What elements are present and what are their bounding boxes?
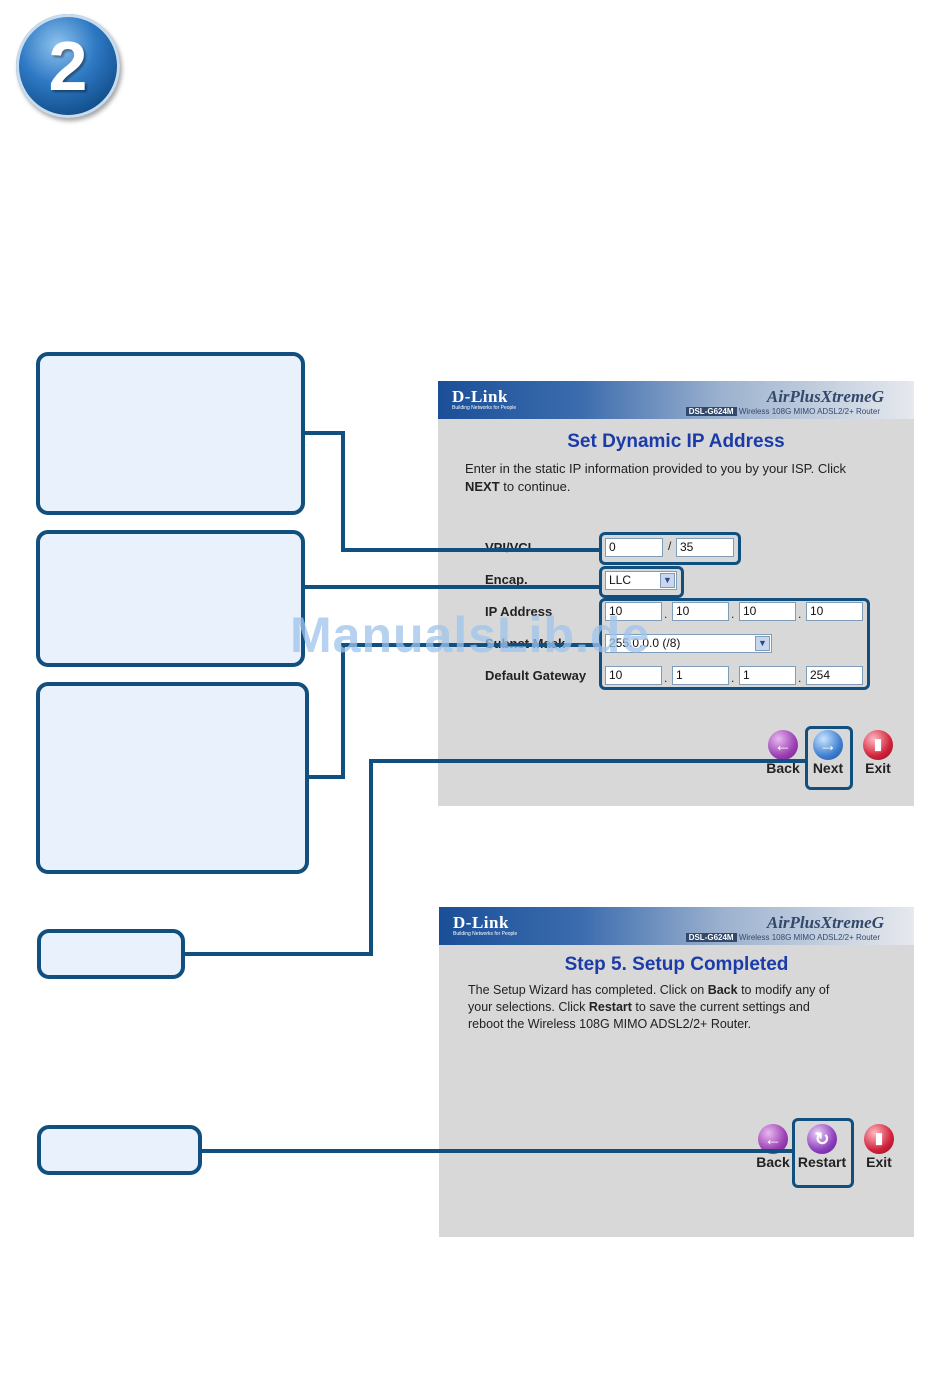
product-line-logo: AirPlusXtremeG [766, 913, 884, 932]
subnet-mask-value: 255.0.0.0 (/8) [609, 636, 681, 650]
callout-box-encap [36, 530, 305, 667]
connector-line [341, 643, 345, 779]
desc-restart: Restart [588, 1000, 632, 1014]
ip-octet-4[interactable]: 10 [806, 602, 863, 621]
ip-dot: . [798, 607, 802, 621]
chevron-down-icon[interactable]: ▼ [755, 636, 770, 651]
connector-line [369, 759, 373, 956]
subnet-mask-select[interactable]: 255.0.0.0 (/8) ▼ [605, 634, 772, 653]
restart-label: Restart [797, 1154, 847, 1170]
gateway-octet-4[interactable]: 254 [806, 666, 863, 685]
back-button[interactable]: ← Back [765, 730, 801, 776]
highlight-encap [599, 566, 684, 598]
connector-line [341, 431, 345, 552]
desc-bold-next: NEXT [465, 479, 500, 494]
ip-address-label: IP Address [485, 604, 553, 619]
dlink-logo: D-Link [452, 387, 508, 406]
exit-label: Exit [865, 760, 891, 776]
encap-select[interactable]: LLC ▼ [605, 571, 677, 590]
callout-box-ip-settings [36, 682, 309, 874]
product-line-logo: AirPlusXtremeG [766, 387, 884, 406]
gateway-octet-3[interactable]: 1 [739, 666, 796, 685]
back-button[interactable]: ← Back [755, 1124, 791, 1170]
connector-line [305, 585, 599, 589]
callout-box-restart [37, 1125, 202, 1175]
exit-door-icon: ▮ [864, 1124, 894, 1154]
desc-e: reboot the Wireless 108G MIMO ADSL2/2+ R… [468, 1017, 752, 1031]
connector-line [369, 759, 805, 763]
ip-dot: . [731, 607, 735, 621]
exit-door-icon: ▮ [863, 730, 893, 760]
desc-back: Back [707, 983, 738, 997]
page-title: Step 5. Setup Completed [564, 954, 789, 975]
highlight-next [805, 726, 853, 790]
highlight-vpi-vci [599, 532, 741, 565]
gateway-octet-1[interactable]: 10 [605, 666, 662, 685]
desc-a: The Setup Wizard has completed. Click on [468, 983, 708, 997]
product-desc-text: Wireless 108G MIMO ADSL2/2+ Router [738, 407, 880, 416]
desc-line2: to continue. [499, 479, 571, 494]
ip-octet-2[interactable]: 10 [672, 602, 729, 621]
dlink-logo: D-Link [453, 913, 509, 932]
dlink-tagline: Building Networks for People [453, 931, 518, 937]
callout-box-next [37, 929, 185, 979]
exit-label: Exit [866, 1154, 892, 1170]
back-label: Back [766, 760, 800, 776]
vci-input[interactable]: 35 [676, 538, 734, 557]
highlight-ip-settings [599, 598, 870, 690]
vpi-vci-separator: / [668, 539, 672, 553]
exit-button[interactable]: ▮ Exit [861, 1124, 897, 1170]
next-button[interactable]: → Next [810, 730, 846, 776]
router-screen-dynamic-ip: D-Link Building Networks for People AirP… [438, 381, 914, 806]
default-gateway-label: Default Gateway [485, 668, 587, 683]
encap-label: Encap. [485, 572, 528, 587]
product-description: DSL-G624M Wireless 108G MIMO ADSL2/2+ Ro… [685, 407, 880, 416]
page-description: The Setup Wizard has completed. Click on… [468, 982, 898, 1033]
connector-line [305, 431, 345, 435]
connector-line [185, 952, 373, 956]
connector-line [202, 1149, 792, 1153]
ip-octet-3[interactable]: 10 [739, 602, 796, 621]
gateway-dot: . [664, 671, 668, 685]
router-screen-setup-completed: D-Link Building Networks for People AirP… [439, 907, 914, 1237]
restart-icon: ↻ [807, 1124, 837, 1154]
model-label: DSL-G624M [685, 933, 737, 942]
gateway-dot: . [798, 671, 802, 685]
callout-box-vpi-vci [36, 352, 305, 515]
vpi-input[interactable]: 0 [605, 538, 663, 557]
restart-button[interactable]: ↻ Restart [795, 1124, 849, 1170]
desc-b: to modify any of [737, 983, 830, 997]
chevron-down-icon[interactable]: ▼ [660, 573, 675, 588]
back-arrow-icon: ← [768, 730, 798, 760]
product-desc-text: Wireless 108G MIMO ADSL2/2+ Router [738, 933, 880, 942]
next-label: Next [812, 760, 844, 776]
model-label: DSL-G624M [685, 407, 737, 416]
desc-line1: Enter in the static IP information provi… [465, 461, 847, 476]
back-label: Back [756, 1154, 790, 1170]
exit-button[interactable]: ▮ Exit [860, 730, 896, 776]
gateway-octet-2[interactable]: 1 [672, 666, 729, 685]
next-arrow-icon: → [813, 730, 843, 760]
desc-d: to save the current settings and [631, 1000, 810, 1014]
ip-dot: . [664, 607, 668, 621]
gateway-dot: . [731, 671, 735, 685]
product-description: DSL-G624M Wireless 108G MIMO ADSL2/2+ Ro… [685, 933, 880, 942]
highlight-restart [792, 1118, 854, 1188]
desc-c: your selections. Click [468, 1000, 589, 1014]
dlink-tagline: Building Networks for People [452, 405, 517, 411]
step-number-badge: 2 [16, 14, 120, 118]
connector-line [341, 643, 599, 647]
watermark-text: ManualsLib.de [290, 607, 651, 663]
encap-selected-value: LLC [609, 573, 632, 587]
connector-line [309, 775, 345, 779]
page-title: Set Dynamic IP Address [567, 431, 785, 452]
screen-header-banner [438, 381, 914, 419]
ip-octet-1[interactable]: 10 [605, 602, 662, 621]
connector-line [341, 548, 599, 552]
page-description: Enter in the static IP information provi… [465, 460, 895, 496]
screen-header-banner [439, 907, 914, 945]
